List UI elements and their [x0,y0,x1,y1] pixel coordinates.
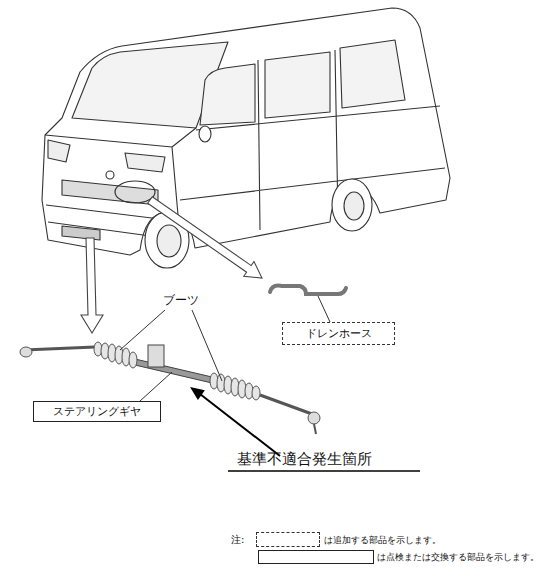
emblem [106,171,114,179]
pointer-arrow-head [190,387,205,400]
hose-line [270,286,346,294]
boot-rib [252,386,260,400]
note-label: 注: [231,533,244,547]
pinion-housing [148,345,164,367]
part-name: ステアリングギヤ [53,404,141,419]
drain-hose [270,286,346,322]
rack-housing [135,362,212,380]
grille [62,180,158,205]
headlight [48,140,70,162]
van-illustration [42,8,450,268]
steering-gear [20,342,320,434]
callout-ellipse [115,181,155,203]
rear-wheel [332,179,372,231]
door-window [200,64,255,125]
tie-rod [260,395,312,414]
legend-sample-box [256,532,320,547]
headlight [125,153,165,172]
tie-rod-end [20,347,32,357]
rear-wheel-hub [344,192,364,220]
underline [228,470,420,471]
legend-text: は点検または交換する部品を示します。 [377,551,539,564]
knuckle-stud [314,424,316,434]
mirror [199,126,211,142]
pointer-arrow-shaft [200,394,280,456]
legend-text: は追加する部品を示します。 [324,534,441,547]
van-body [42,8,450,255]
boot-rib [129,352,137,368]
legend-sample-box [258,550,374,564]
defect-location-label: 基準不適合発生箇所 [237,450,372,469]
rear-window [340,40,405,108]
slide-window [265,52,330,118]
front-wheel-hub [157,225,181,257]
callout-arrow [81,238,103,333]
part-name: ドレンホース [306,326,372,341]
rack-housing-edge [135,359,212,383]
leader-line [318,296,330,322]
added-part-box: ドレンホース [282,322,395,345]
inspected-part-box: ステアリングギヤ [33,401,161,422]
tie-rod [24,347,95,350]
part-label: ブーツ [163,292,199,309]
tie-rod-end [308,412,320,424]
front-edge [45,128,196,215]
leader-line [120,310,222,401]
callout-arrow [148,197,262,278]
door-line [180,50,445,230]
